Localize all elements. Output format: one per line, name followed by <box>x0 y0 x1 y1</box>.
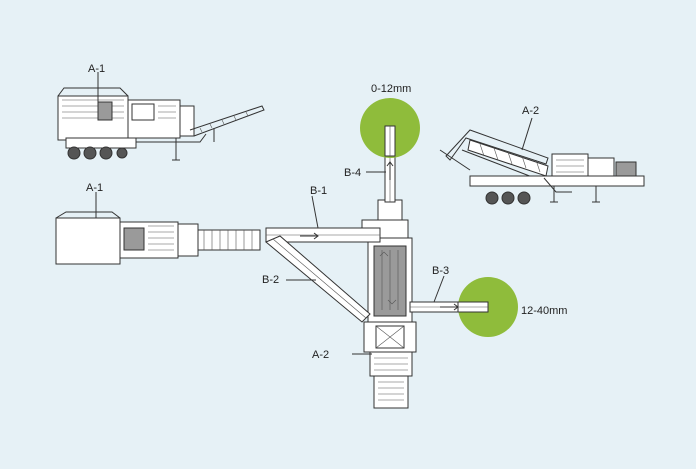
product-label-fine: 0-12mm <box>371 83 411 95</box>
a1-side-view-machine <box>57 72 265 161</box>
label-b3: B-3 <box>432 265 449 277</box>
label-b4: B-4 <box>344 167 361 179</box>
conveyor-b1 <box>265 195 381 243</box>
label-a2-top: A-2 <box>312 349 329 361</box>
conveyor-b2 <box>265 235 371 323</box>
a2-side-view-machine <box>439 117 645 205</box>
a2-top-view-machine <box>352 199 417 409</box>
label-a1-top: A-1 <box>86 182 103 194</box>
label-a1-side: A-1 <box>88 63 105 75</box>
label-a2-side: A-2 <box>522 105 539 117</box>
product-label-coarse: 12-40mm <box>521 305 567 317</box>
label-b1: B-1 <box>310 185 327 197</box>
label-b2: B-2 <box>262 274 279 286</box>
a1-top-view-machine <box>55 192 261 265</box>
